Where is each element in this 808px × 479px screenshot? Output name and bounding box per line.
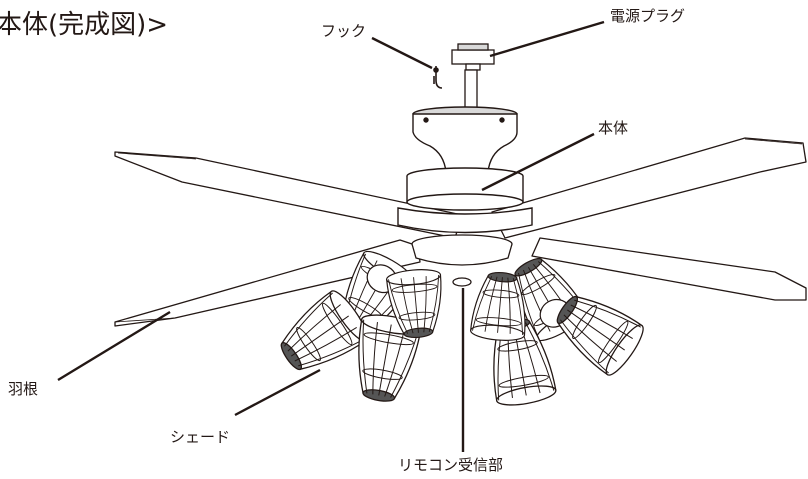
- label-power-plug: 電源プラグ: [610, 7, 686, 25]
- shade-cage: [470, 271, 526, 341]
- light-kit-plate: [411, 234, 513, 287]
- blade-front-right: [531, 237, 807, 301]
- shades: [280, 250, 644, 406]
- motor-housing: [397, 106, 533, 234]
- label-hook: フック: [321, 22, 367, 40]
- diagram-title: 本体(完成図)>: [0, 10, 169, 40]
- label-body: 本体: [598, 119, 629, 137]
- shade-cage: [556, 295, 644, 376]
- blade-front-left: [114, 239, 421, 327]
- label-remote-receiver: リモコン受信部: [398, 456, 504, 474]
- blade-back-right: [491, 137, 807, 239]
- hook: [433, 66, 443, 89]
- shade-cage: [280, 290, 368, 371]
- label-shade: シェード: [170, 428, 231, 446]
- power-plug-plate: [451, 43, 495, 71]
- shade-cage: [386, 269, 442, 339]
- leader-lines: [57, 20, 605, 452]
- label-blade: 羽根: [8, 380, 39, 398]
